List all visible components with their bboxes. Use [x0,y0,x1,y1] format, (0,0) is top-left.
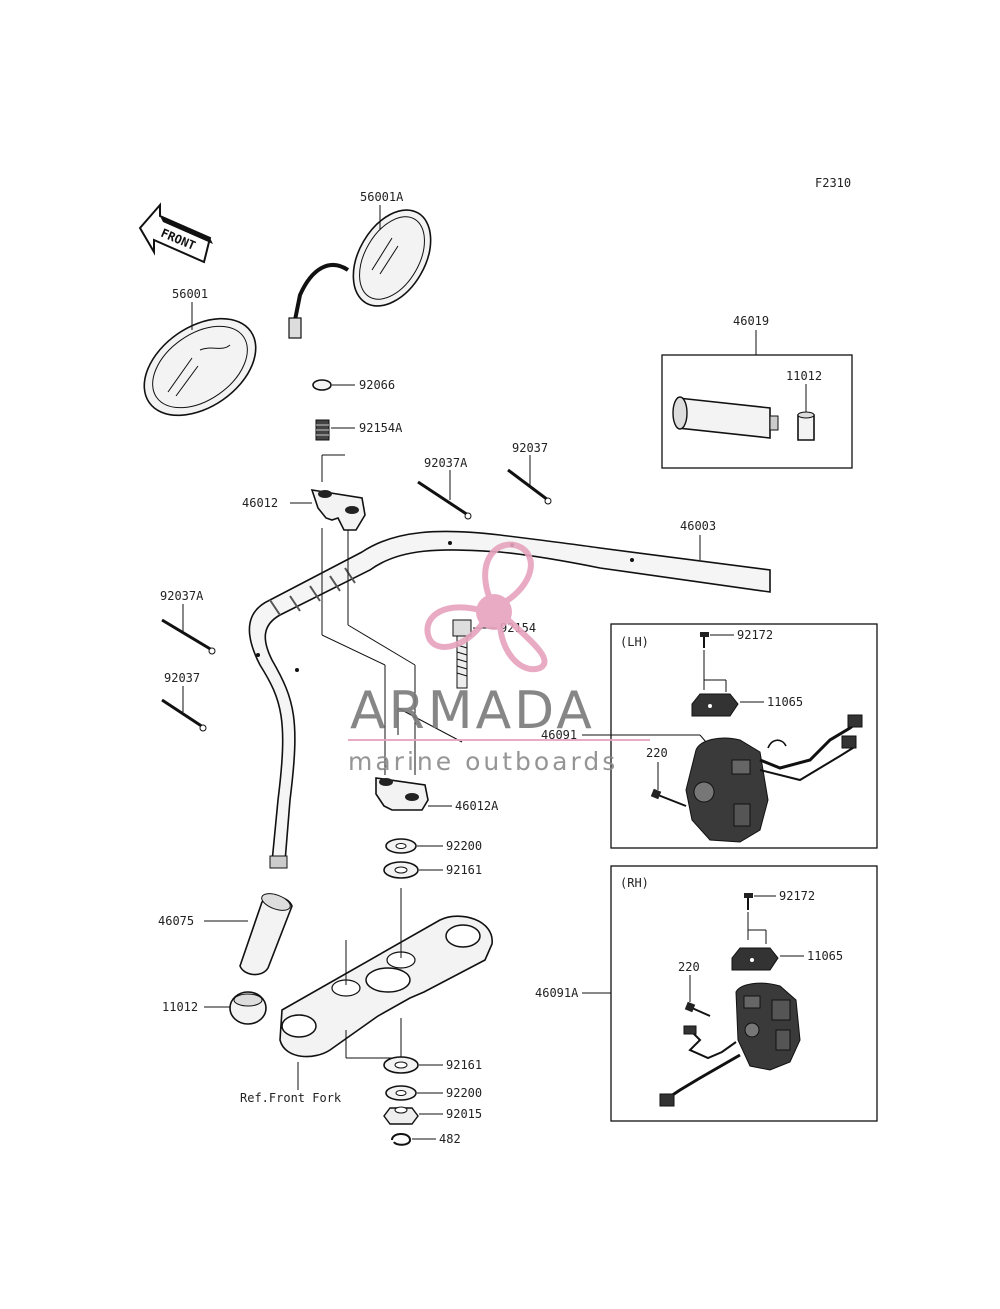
cable-tie-92037A-left [161,618,216,655]
callout-220-rh: 220 [678,960,700,974]
cap-92066 [312,379,332,391]
callout-220-lh: 220 [646,746,668,760]
callout-92037A-top: 92037A [424,456,468,470]
holder-upper-46012 [310,489,366,531]
cover-11065-rh [731,947,779,971]
washer-92200-bottom [385,1085,417,1101]
front-arrow-icon: FRONT [138,202,213,264]
callout-46003: 46003 [680,519,716,533]
callout-92161-bottom: 92161 [446,1058,482,1072]
callout-46012A: 46012A [455,799,499,813]
callout-92037A-left: 92037A [160,589,204,603]
callout-56001A: 56001A [360,190,404,204]
callout-56001: 56001 [172,287,208,301]
washer-92200-top [385,838,417,854]
washer-92161-bottom [383,1056,419,1074]
callout-11065-rh: 11065 [807,949,843,963]
switch-housing-lh [685,714,863,843]
callout-46019: 46019 [733,314,769,328]
mirror-left [143,317,257,417]
cover-11065-lh [691,693,739,717]
callout-92066: 92066 [359,378,395,392]
callout-92200-top: 92200 [446,839,482,853]
box-lh-label: (LH) [620,635,649,649]
grip-46019 [672,396,779,439]
bolt-92154 [452,619,472,689]
callout-46075: 46075 [158,914,194,928]
mirror-right [288,209,432,339]
box-lh-switch [610,623,878,849]
ref-front-fork: Ref.Front Fork [240,1091,342,1105]
callout-92015: 92015 [446,1107,482,1121]
callout-46091: 46091 [541,728,577,742]
callout-11012-bottom: 11012 [162,1000,198,1014]
screw-92172-rh [744,893,753,910]
watermark-logo: ARMADA marine outboards [348,541,650,776]
watermark-brand: ARMADA [350,681,595,741]
callout-92172-rh: 92172 [779,889,815,903]
callout-11012-top: 11012 [786,369,822,383]
switch-housing-rh [659,982,801,1107]
grip-end-11012-bottom [229,991,267,1025]
holder-lower-46012A [375,777,429,811]
screw-220-rh [684,1001,711,1017]
callout-92037-top: 92037 [512,441,548,455]
washer-92161-top [383,861,419,879]
callout-92154A: 92154A [359,421,403,435]
cable-tie-92037A-top [417,480,472,520]
nut-92015 [383,1106,419,1125]
screw-92172-lh [700,632,709,648]
callout-11065-lh: 11065 [767,695,803,709]
grip-end-11012-top [797,411,815,441]
triple-clamp [279,915,493,1058]
propeller-icon [424,541,548,673]
clip-482 [391,1133,412,1146]
callout-92037-left: 92037 [164,671,200,685]
callout-482: 482 [439,1132,461,1146]
figure-code: F2310 [815,176,851,190]
watermark-tagline: marine outboards [348,747,618,776]
screw-220-lh [650,788,687,807]
bolt-92154A [315,419,330,441]
cable-tie-92037-left [161,698,207,732]
box-46019 [661,354,853,469]
cable-tie-92037-top [507,468,552,505]
box-rh-label: (RH) [620,876,649,890]
callout-92200-bottom: 92200 [446,1086,482,1100]
grip-46075 [239,893,293,976]
callout-46012: 46012 [242,496,278,510]
callout-46091A: 46091A [535,986,579,1000]
callout-92172-lh: 92172 [737,628,773,642]
callout-92161-top: 92161 [446,863,482,877]
